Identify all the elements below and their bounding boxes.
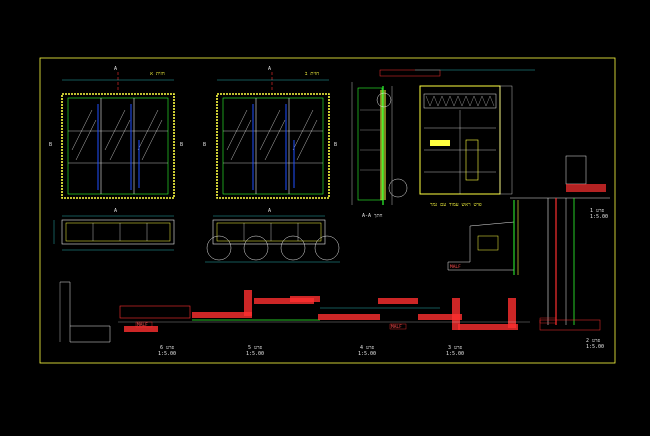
cabinet-detail: פרט ראש עמוד עם גמר bbox=[415, 69, 535, 208]
detail-heading: פרט ראש עמוד עם גמר bbox=[430, 202, 482, 208]
section-mark-b-right2: B bbox=[334, 142, 337, 148]
detail-2-label: 2 פרט bbox=[586, 338, 601, 344]
tag-malf-2: MALF bbox=[391, 324, 402, 330]
plan-right bbox=[205, 215, 340, 263]
plan-left bbox=[53, 215, 175, 251]
detail-5-label: 5 פרט bbox=[248, 345, 263, 351]
column-detail: 1 פרט 1:5.00 2 פרט 1:5.00 bbox=[510, 155, 610, 350]
detail-1-scale: 1:5.00 bbox=[590, 214, 608, 220]
detail-2-scale: 1:5.00 bbox=[586, 344, 604, 350]
detail-6-label: 6 פרט bbox=[160, 345, 175, 351]
detail-6-scale: 1:5.00 bbox=[158, 351, 176, 357]
detail-3-label: 3 פרט bbox=[448, 345, 463, 351]
section-mark-b: B bbox=[49, 142, 52, 148]
section-aa-label: A-A חתך bbox=[362, 213, 383, 219]
section-aa: A-A חתך bbox=[351, 69, 441, 219]
bottom-details: MALF MALF 6 פרט 1:5.00 5 פרט 1:5.00 4 פר… bbox=[59, 281, 557, 357]
detail-4-label: 4 פרט bbox=[360, 345, 375, 351]
sheet-border bbox=[39, 57, 616, 364]
elevation-right-title: חזית ב bbox=[305, 71, 319, 77]
section-mark-a-right-bottom: A bbox=[268, 208, 271, 214]
detail-1-label: 1 פרט bbox=[590, 208, 605, 214]
elevation-left-title: חזית א bbox=[150, 71, 165, 77]
detail-5-scale: 1:5.00 bbox=[246, 351, 264, 357]
detail-3-scale: 1:5.00 bbox=[446, 351, 464, 357]
bracket-tag: MALF bbox=[450, 264, 461, 270]
elevation-right: A A B B חזית ב bbox=[203, 66, 337, 214]
section-mark-a: A bbox=[114, 66, 117, 72]
section-mark-b-right: B bbox=[180, 142, 183, 148]
tag-malf-1: MALF bbox=[137, 322, 148, 328]
elevation-left: A A B B חזית א bbox=[49, 66, 183, 214]
bracket-detail: MALF bbox=[447, 200, 519, 275]
detail-4-scale: 1:5.00 bbox=[358, 351, 376, 357]
section-mark-b-left2: B bbox=[203, 142, 206, 148]
section-mark-a-bottom: A bbox=[114, 208, 117, 214]
section-mark-a-right: A bbox=[268, 66, 271, 72]
